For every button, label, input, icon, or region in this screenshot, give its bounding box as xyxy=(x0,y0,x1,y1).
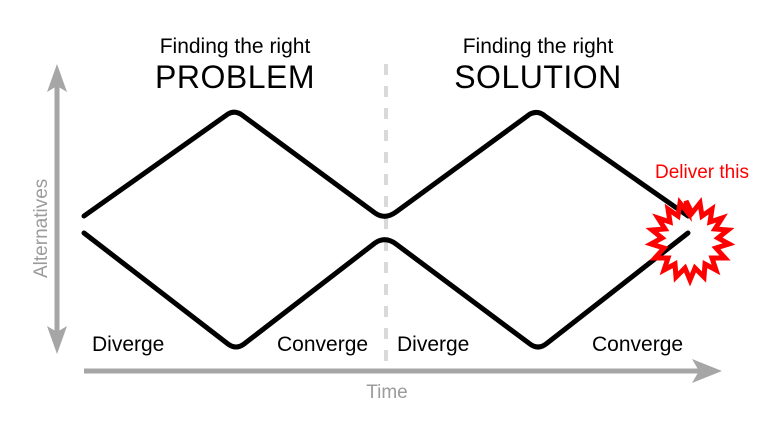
upper-diamond-path xyxy=(81,109,691,219)
stage-label-converge-1: Converge xyxy=(277,333,369,356)
phase-1-subtitle: Finding the right xyxy=(159,35,311,58)
phase-1-title: PROBLEM xyxy=(155,59,315,95)
stage-label-converge-2: Converge xyxy=(592,333,684,356)
deliver-this-callout-label: Deliver this xyxy=(655,162,749,183)
phase-2-title: SOLUTION xyxy=(454,59,622,95)
double-diamond-strokes xyxy=(81,109,691,350)
stage-label-diverge-1: Diverge xyxy=(92,333,165,356)
phase-2-subtitle: Finding the right xyxy=(462,35,614,58)
stage-label-diverge-2: Diverge xyxy=(397,333,470,356)
time-axis-arrow xyxy=(84,359,722,383)
y-axis-label-alternatives: Alternatives xyxy=(31,178,52,278)
x-axis-label-time: Time xyxy=(366,382,408,403)
lower-diamond-path xyxy=(81,230,691,350)
alternatives-axis-arrow xyxy=(47,64,67,354)
deliver-starburst-icon xyxy=(644,196,736,287)
